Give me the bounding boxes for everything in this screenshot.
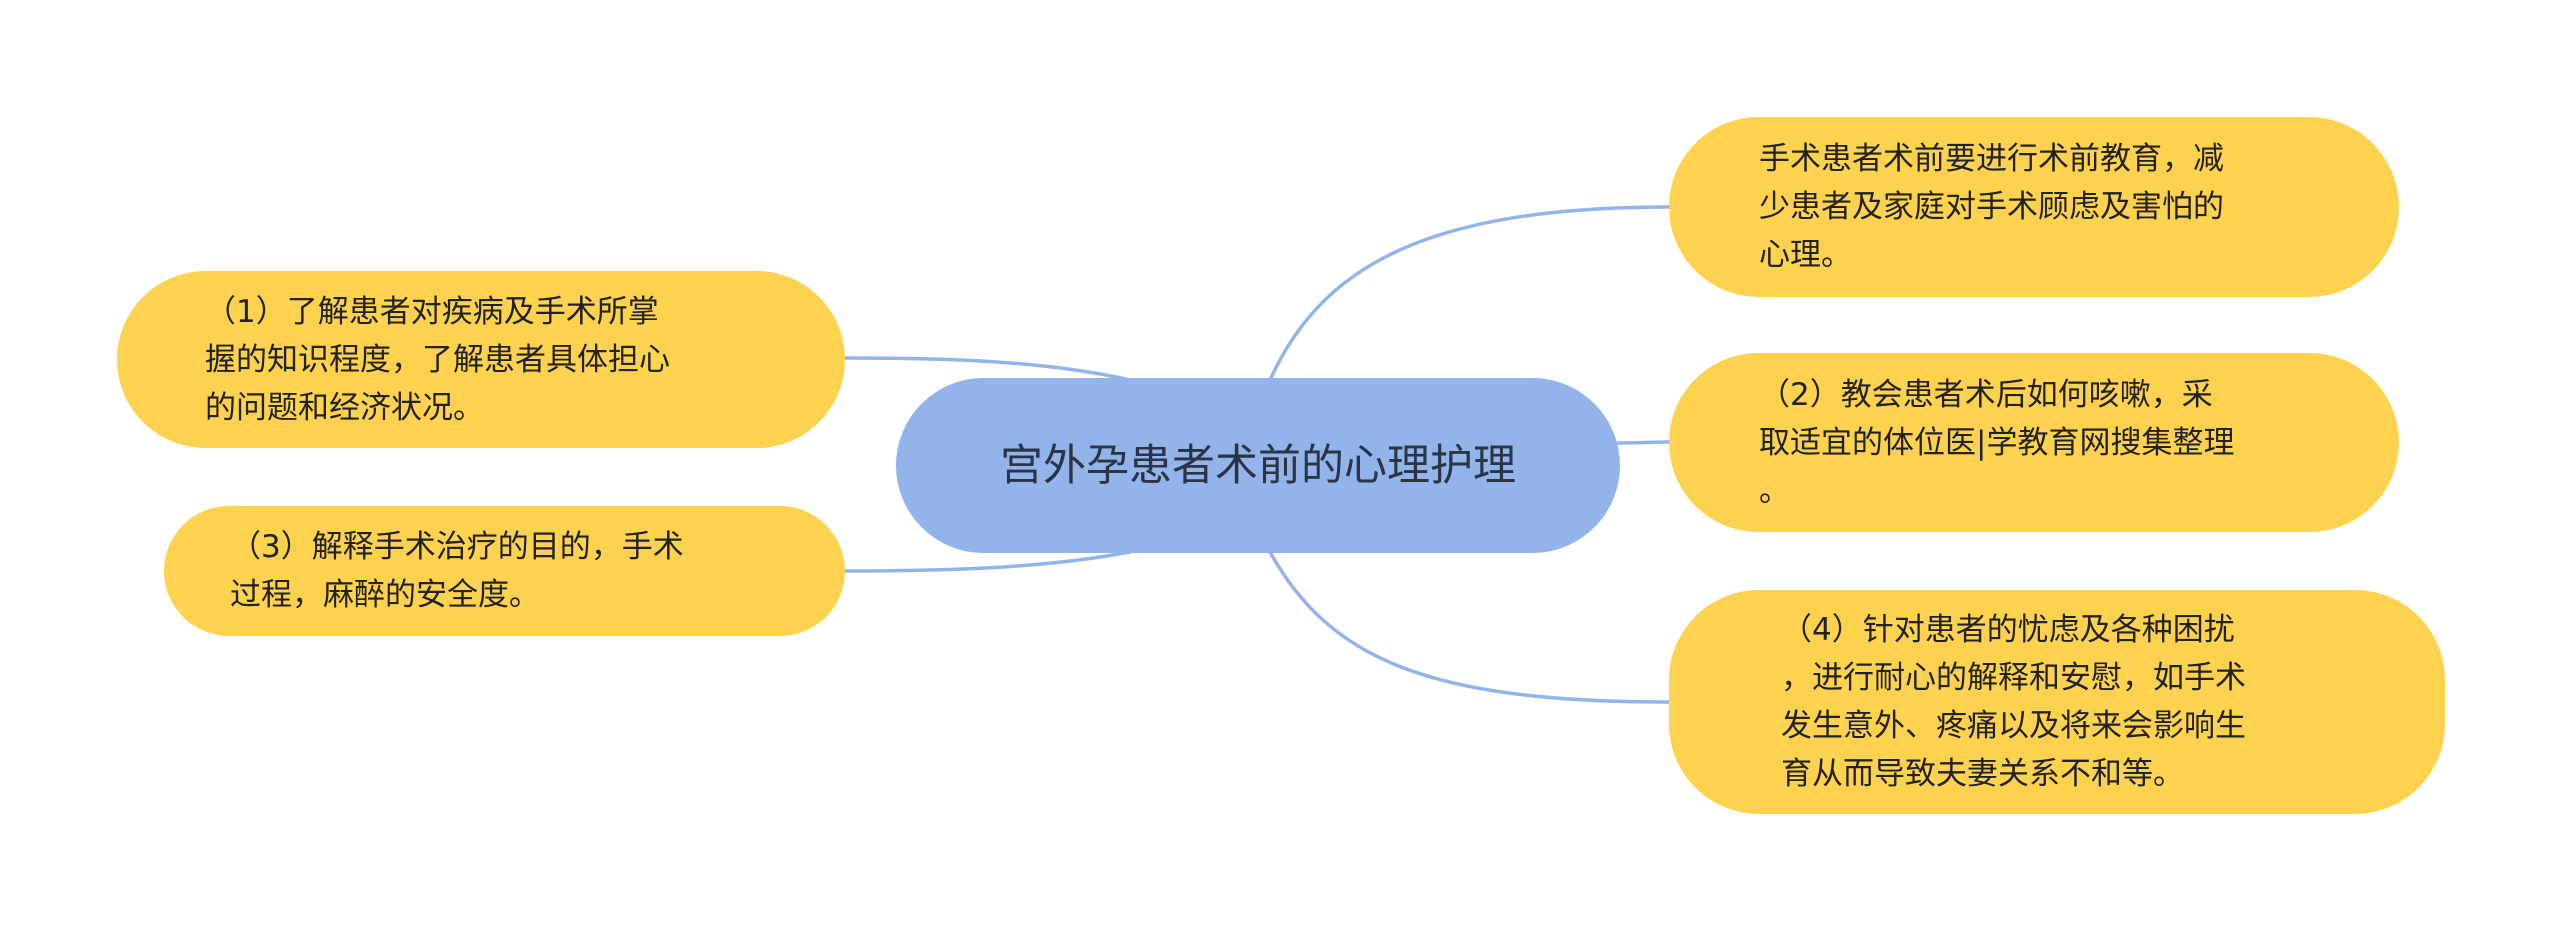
connector-center-to-right-1 (1268, 205, 1671, 382)
connector-center-to-right-2 (1616, 440, 1671, 445)
center-topic-node[interactable]: 宫外孕患者术前的心理护理 (896, 378, 1620, 553)
branch-label: 手术患者术前要进行术前教育，减 少患者及家庭对手术顾虑及害怕的 心理。 (1759, 141, 2224, 273)
branch-node-right-1[interactable]: 手术患者术前要进行术前教育，减 少患者及家庭对手术顾虑及害怕的 心理。 (1669, 117, 2399, 297)
center-topic-label: 宫外孕患者术前的心理护理 (1000, 440, 1516, 491)
branch-label: （4）针对患者的忧虑及各种困扰 ，进行耐心的解释和安慰，如手术 发生意外、疼痛以… (1781, 612, 2246, 792)
connector-center-to-left-1 (843, 356, 1132, 382)
branch-label: （3）解释手术治疗的目的，手术 过程，麻醉的安全度。 (230, 529, 684, 613)
branch-node-right-3[interactable]: （4）针对患者的忧虑及各种困扰 ，进行耐心的解释和安慰，如手术 发生意外、疼痛以… (1669, 590, 2445, 814)
branch-node-left-1[interactable]: （1）了解患者对疾病及手术所掌 握的知识程度，了解患者具体担心 的问题和经济状况… (117, 271, 845, 448)
branch-node-right-2[interactable]: （2）教会患者术后如何咳嗽，采 取适宜的体位医|学教育网搜集整理 。 (1669, 353, 2399, 532)
branch-label: （2）教会患者术后如何咳嗽，采 取适宜的体位医|学教育网搜集整理 。 (1759, 376, 2235, 509)
branch-node-left-2[interactable]: （3）解释手术治疗的目的，手术 过程，麻醉的安全度。 (164, 506, 845, 636)
branch-label: （1）了解患者对疾病及手术所掌 握的知识程度，了解患者具体担心 的问题和经济状况… (205, 293, 670, 426)
connector-center-to-left-2 (843, 550, 1132, 573)
connector-center-to-right-3 (1268, 550, 1671, 704)
